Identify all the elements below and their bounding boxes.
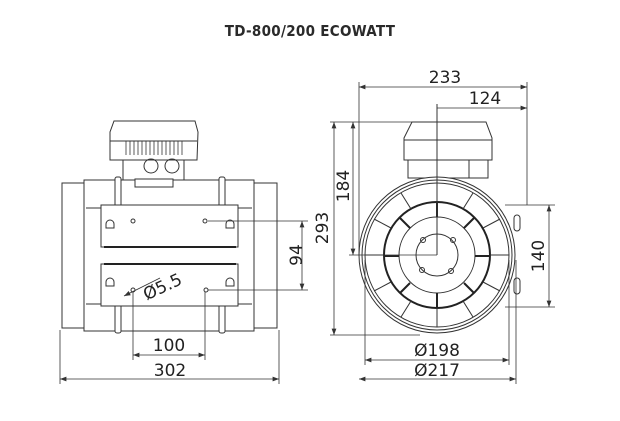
right-flange — [253, 182, 278, 329]
lower-mount-plate — [100, 263, 239, 307]
left-flange — [61, 182, 85, 329]
dim-94: 94 — [287, 244, 307, 266]
fan-body — [83, 179, 255, 332]
dim-140: 140 — [529, 240, 549, 272]
dim-302: 302 — [154, 361, 186, 381]
bracket-clip — [513, 277, 521, 295]
impeller-blades — [365, 183, 509, 327]
dim-100: 100 — [153, 336, 185, 356]
dim-184: 184 — [334, 170, 354, 202]
side-view: 94 100 302 Ø5.5 — [59, 120, 308, 384]
dimension-lines — [330, 82, 555, 384]
drawing-title: TD-800/200 ECOWATT — [224, 22, 396, 40]
mount-hole — [202, 218, 208, 224]
cable-gland — [164, 158, 180, 174]
dim-198: Ø198 — [414, 341, 460, 361]
dim-217: Ø217 — [414, 361, 460, 381]
bracket-clip — [513, 214, 521, 232]
cable-gland — [143, 158, 159, 174]
dim-233: 233 — [429, 68, 461, 88]
mount-hole — [130, 218, 136, 224]
dim-293: 293 — [313, 212, 333, 244]
dimension-lines — [59, 220, 308, 384]
upper-mount-plate — [100, 204, 239, 248]
control-box — [109, 120, 199, 188]
control-box-front — [403, 121, 493, 179]
dim-124: 124 — [469, 89, 501, 109]
front-view: 233 124 293 184 140 Ø198 Ø217 — [313, 68, 555, 384]
